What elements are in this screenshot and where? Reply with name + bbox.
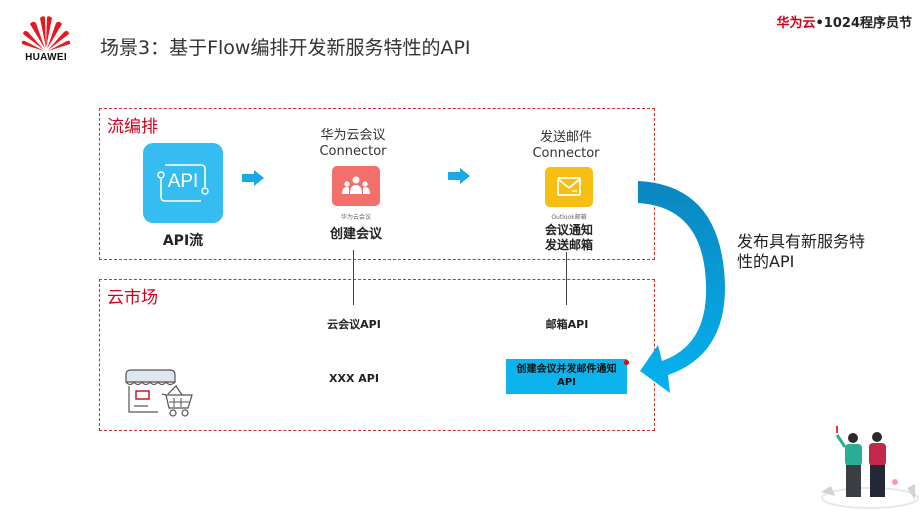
mail-action-line1: 会议通知 (544, 223, 593, 237)
event-tag: 华为云•1024程序员节 (776, 12, 912, 31)
mail-action-label: 会议通知 发送邮箱 (519, 223, 619, 253)
mail-title-line1: 发送邮件 (539, 130, 592, 145)
store-cart-icon (125, 369, 193, 417)
publish-line1: 发布具有新服务特 (737, 232, 866, 251)
mail-connector-title: 发送邮件 Connector (501, 130, 631, 162)
mail-action-line2: 发送邮箱 (544, 238, 593, 252)
meeting-api-label[interactable]: 云会议API (327, 318, 381, 331)
meeting-title-line2: Connector (319, 144, 387, 159)
api-icon-text: API (167, 171, 199, 192)
mail-api-link-line (566, 252, 567, 305)
mascot-illustration (821, 426, 919, 509)
combined-api-line1: 创建会议并发邮件通知 (516, 364, 617, 375)
arrow-right-icon (448, 168, 470, 184)
meeting-api-link-line (353, 250, 354, 305)
huawei-logo: HUAWEI (18, 14, 74, 66)
huawei-petals-icon (21, 16, 71, 51)
meeting-caption: 华为云会议 (340, 214, 371, 221)
region-label-flow: 流编排 (107, 117, 158, 137)
red-dot-marker (624, 360, 629, 365)
publish-description: 发布具有新服务特 性的API (737, 232, 897, 272)
arrow-right-icon (242, 170, 264, 186)
page-title: 场景3：基于Flow编排开发新服务特性的API (100, 37, 471, 59)
envelope-icon (557, 177, 581, 196)
meeting-connector-title: 华为云会议 Connector (288, 128, 418, 160)
mail-caption: Outlook邮箱 (551, 214, 587, 221)
meeting-connector-icon[interactable] (332, 166, 380, 206)
combined-api-box[interactable]: 创建会议并发邮件通知 API (506, 359, 629, 394)
combined-api-line2: API (557, 377, 576, 388)
publish-curved-arrow-icon (638, 181, 726, 393)
api-flow-icon[interactable]: API (143, 143, 223, 223)
logo-text: HUAWEI (25, 52, 67, 63)
xxx-api-label[interactable]: XXX API (329, 372, 379, 385)
publish-line2: 性的API (737, 252, 795, 271)
mail-title-line2: Connector (532, 146, 600, 161)
api-flow-label: API流 (162, 233, 204, 249)
region-label-market: 云市场 (107, 288, 158, 308)
event-brand: 华为云 (776, 16, 816, 31)
event-name: •1024程序员节 (815, 16, 913, 31)
create-meeting-label: 创建会议 (329, 227, 382, 242)
api-frame-icon (157, 164, 209, 202)
meeting-title-line1: 华为云会议 (320, 128, 386, 143)
mail-api-label[interactable]: 邮箱API (545, 318, 589, 331)
mail-connector-icon[interactable] (545, 167, 593, 207)
people-group-icon (342, 176, 370, 194)
